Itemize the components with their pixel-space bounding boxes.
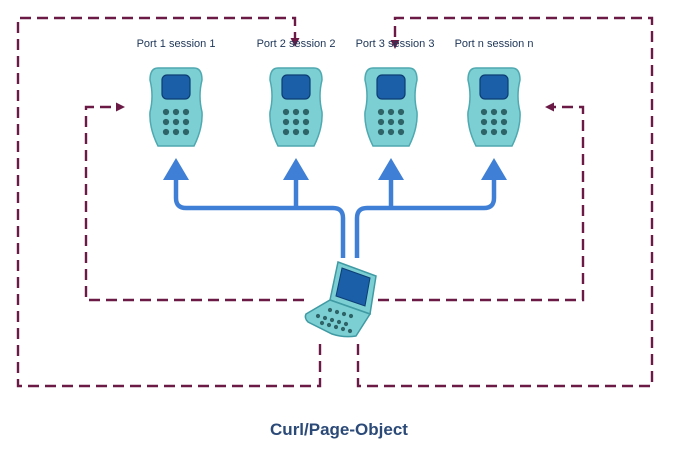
- arrowhead-port-2: [283, 158, 309, 180]
- port-label-3: Port 3 session 3: [356, 38, 435, 50]
- handheld-device-port-3: [364, 67, 418, 147]
- handheld-device-icon: [364, 67, 418, 147]
- arrowhead-port-3: [378, 158, 404, 180]
- port-label-2: Port 2 session 2: [257, 38, 336, 50]
- handheld-device-port-1: [149, 67, 203, 147]
- port-label-1: Port 1 session 1: [137, 38, 216, 50]
- dashed-arrow-outer-left: [16, 16, 322, 388]
- laptop-icon: [304, 260, 377, 338]
- port-label-n: Port n session n: [455, 38, 534, 50]
- dashed-arrow-inner-right: [378, 102, 585, 302]
- handheld-device-icon: [269, 67, 323, 147]
- diagram-caption: Curl/Page-Object: [270, 420, 408, 439]
- dashed-arrow-outer-right: [356, 16, 654, 388]
- arrowhead-port-n: [481, 158, 507, 180]
- dashed-arrow-inner-left: [84, 102, 304, 302]
- connector-to-port-3: [354, 178, 497, 258]
- handheld-device-port-n: [467, 67, 521, 147]
- connector-to-port-1: [173, 178, 346, 258]
- arrowhead-port-1: [163, 158, 189, 180]
- handheld-device-icon: [467, 67, 521, 147]
- handheld-device-icon: [149, 67, 203, 147]
- handheld-device-port-2: [269, 67, 323, 147]
- connector-lines: [163, 158, 507, 258]
